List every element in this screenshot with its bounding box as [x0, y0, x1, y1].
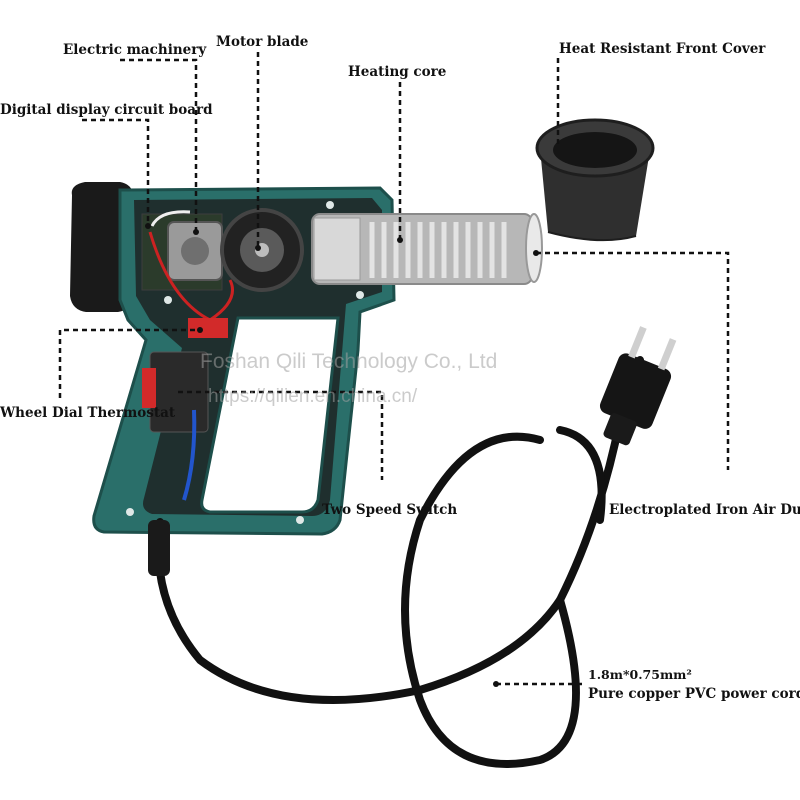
leader-lines: [58, 52, 730, 686]
label-power-cord-desc: Pure copper PVC power cord: [588, 686, 800, 702]
power-cord-image: [148, 326, 677, 768]
watermark-url: https://qilien.en.china.cn/: [208, 386, 418, 407]
label-electroplated-iron-air-duct: Electroplated Iron Air Duct: [609, 502, 800, 518]
label-wheel-dial-thermostat: Wheel Dial Thermostat: [0, 405, 176, 421]
watermark-company: Foshan Qili Technology Co., Ltd: [200, 350, 498, 373]
label-heat-resistant-front-cover: Heat Resistant Front Cover: [559, 41, 766, 57]
label-power-cord-spec: 1.8m*0.75mm²: [588, 667, 692, 682]
front-cover-image: [535, 118, 655, 242]
label-motor-blade: Motor blade: [216, 34, 309, 50]
label-heating-core: Heating core: [348, 64, 447, 80]
label-two-speed-switch: Two Speed Switch: [322, 502, 458, 518]
label-digital-display-circuit-board: Digital display circuit board: [0, 102, 213, 118]
label-electric-machinery: Electric machinery: [63, 42, 207, 58]
